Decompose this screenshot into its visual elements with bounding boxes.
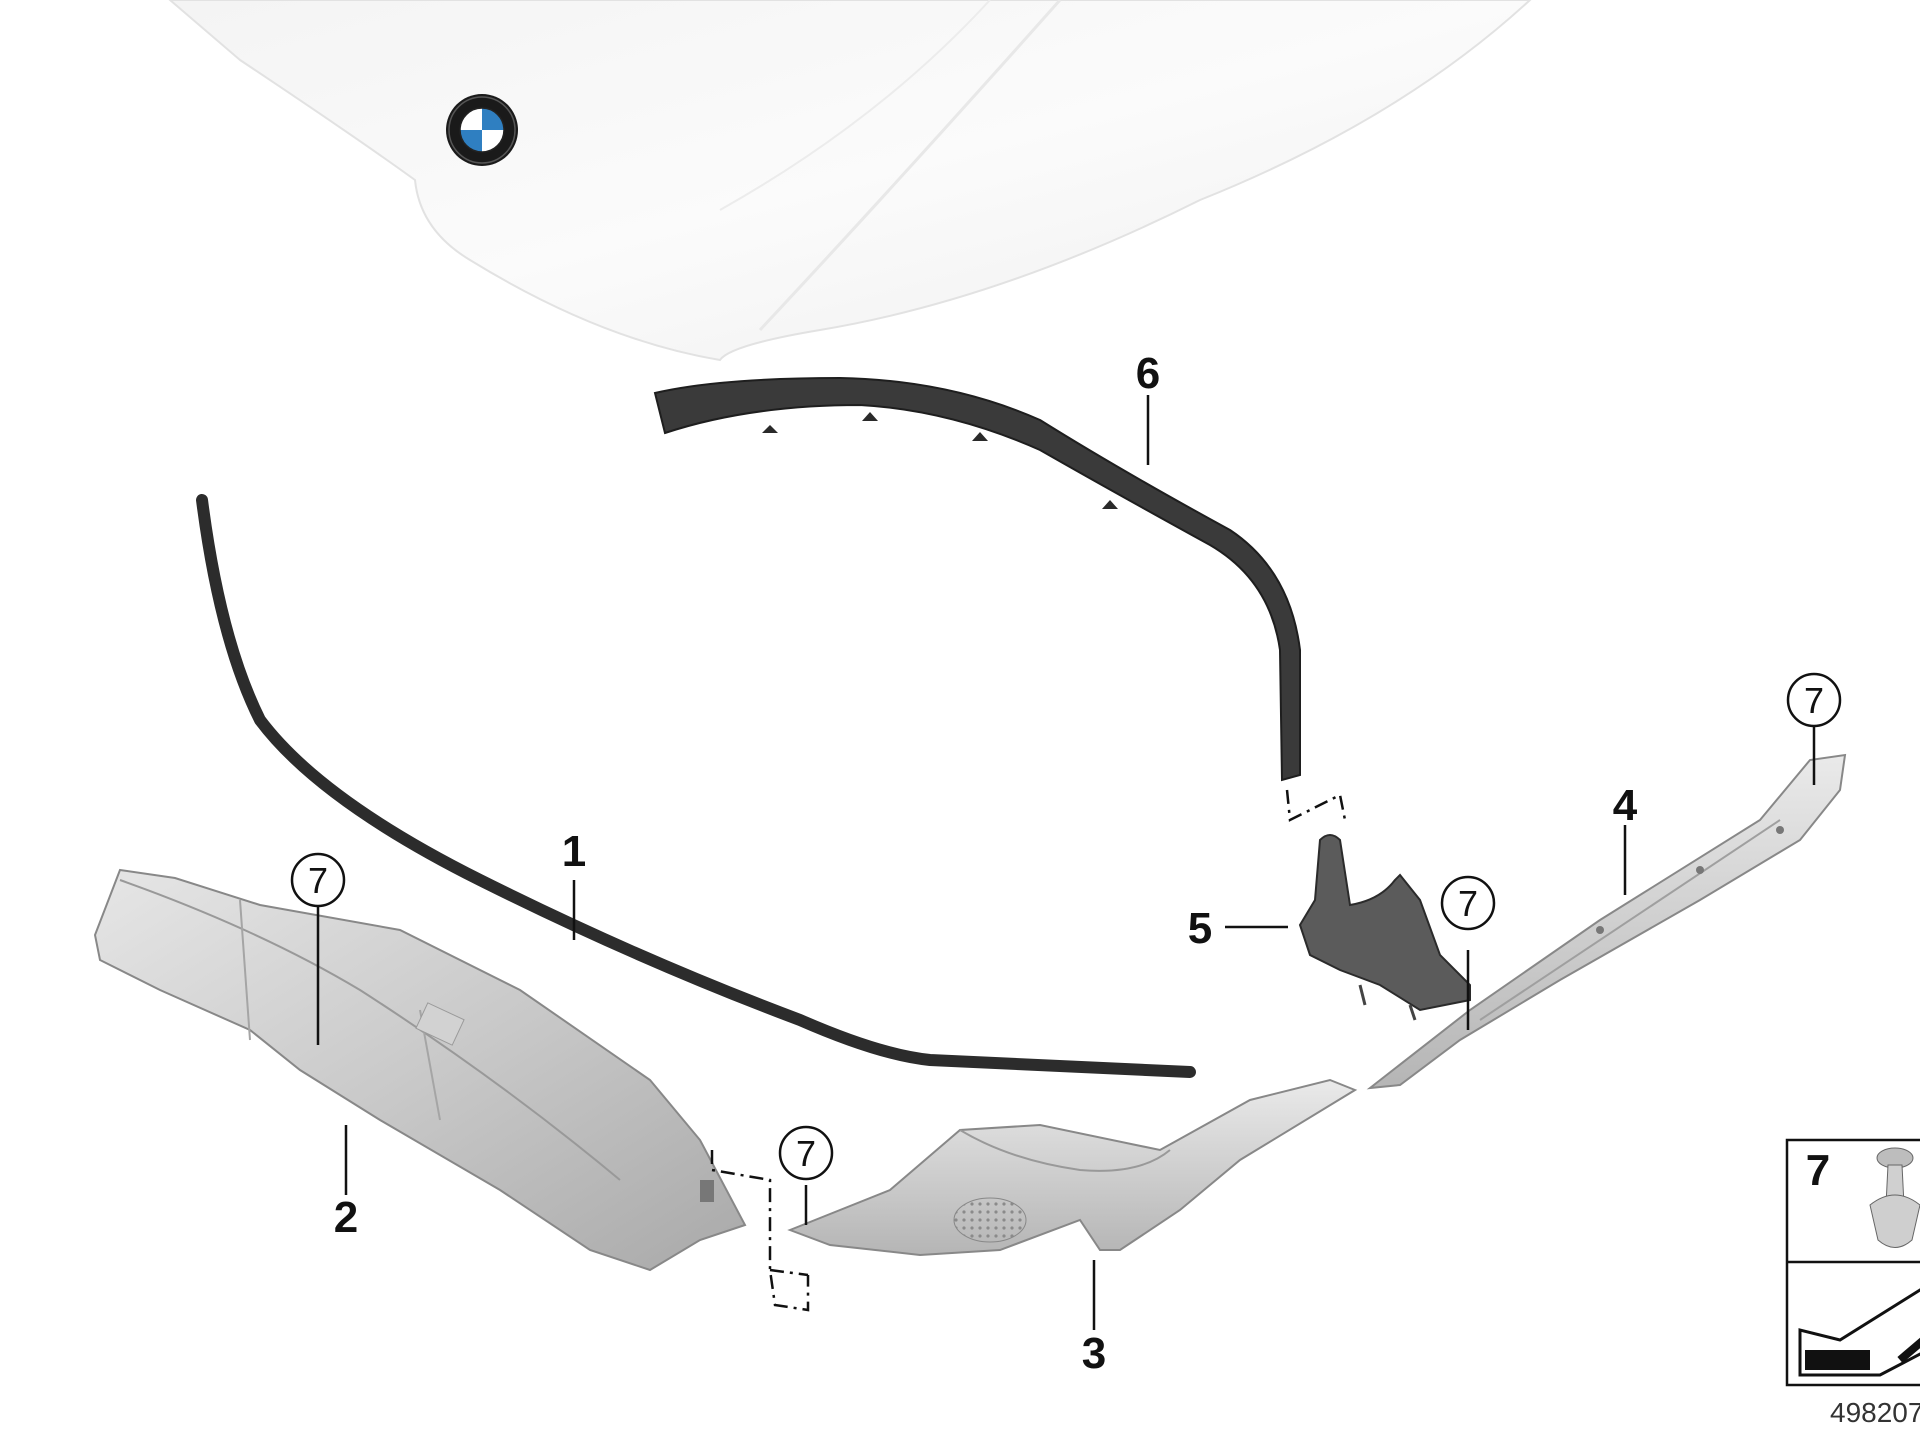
callout-3: 3	[1082, 1329, 1106, 1378]
part-1-seal	[196, 494, 1196, 1078]
part-2-cowl-panel-left	[93, 868, 747, 1272]
circled-callout-7-b: 7	[778, 1125, 834, 1181]
fastener-legend-box: 7	[1785, 1138, 1920, 1387]
callout-1: 1	[562, 827, 586, 876]
part-5-end-cap	[1298, 834, 1471, 1021]
svg-text:7: 7	[308, 860, 328, 901]
bmw-logo-icon	[446, 94, 518, 166]
circled-callout-7-c: 7	[1440, 875, 1496, 931]
svg-text:7: 7	[796, 1133, 816, 1174]
part-6-trim-strip	[653, 376, 1301, 782]
installation-location-icon	[1798, 1288, 1920, 1377]
callout-4: 4	[1613, 781, 1638, 830]
diagram-reference-number: 498207	[1830, 1397, 1920, 1428]
callout-2: 2	[334, 1193, 358, 1242]
push-rivet-icon	[1869, 1147, 1920, 1248]
legend-number: 7	[1806, 1146, 1830, 1195]
part-4-cowl-support-right	[1366, 753, 1847, 1090]
callout-6: 6	[1136, 349, 1160, 398]
svg-text:7: 7	[1804, 680, 1824, 721]
svg-text:7: 7	[1458, 883, 1478, 924]
circled-callout-7-d: 7	[1786, 672, 1842, 728]
circled-callout-7-a: 7	[290, 852, 346, 908]
part-3-cowl-bracket-center	[787, 1078, 1358, 1257]
leader-lines	[316, 395, 1816, 1330]
callout-5: 5	[1188, 904, 1212, 953]
hood	[168, 0, 1532, 362]
assembly-lines	[710, 789, 1347, 1312]
